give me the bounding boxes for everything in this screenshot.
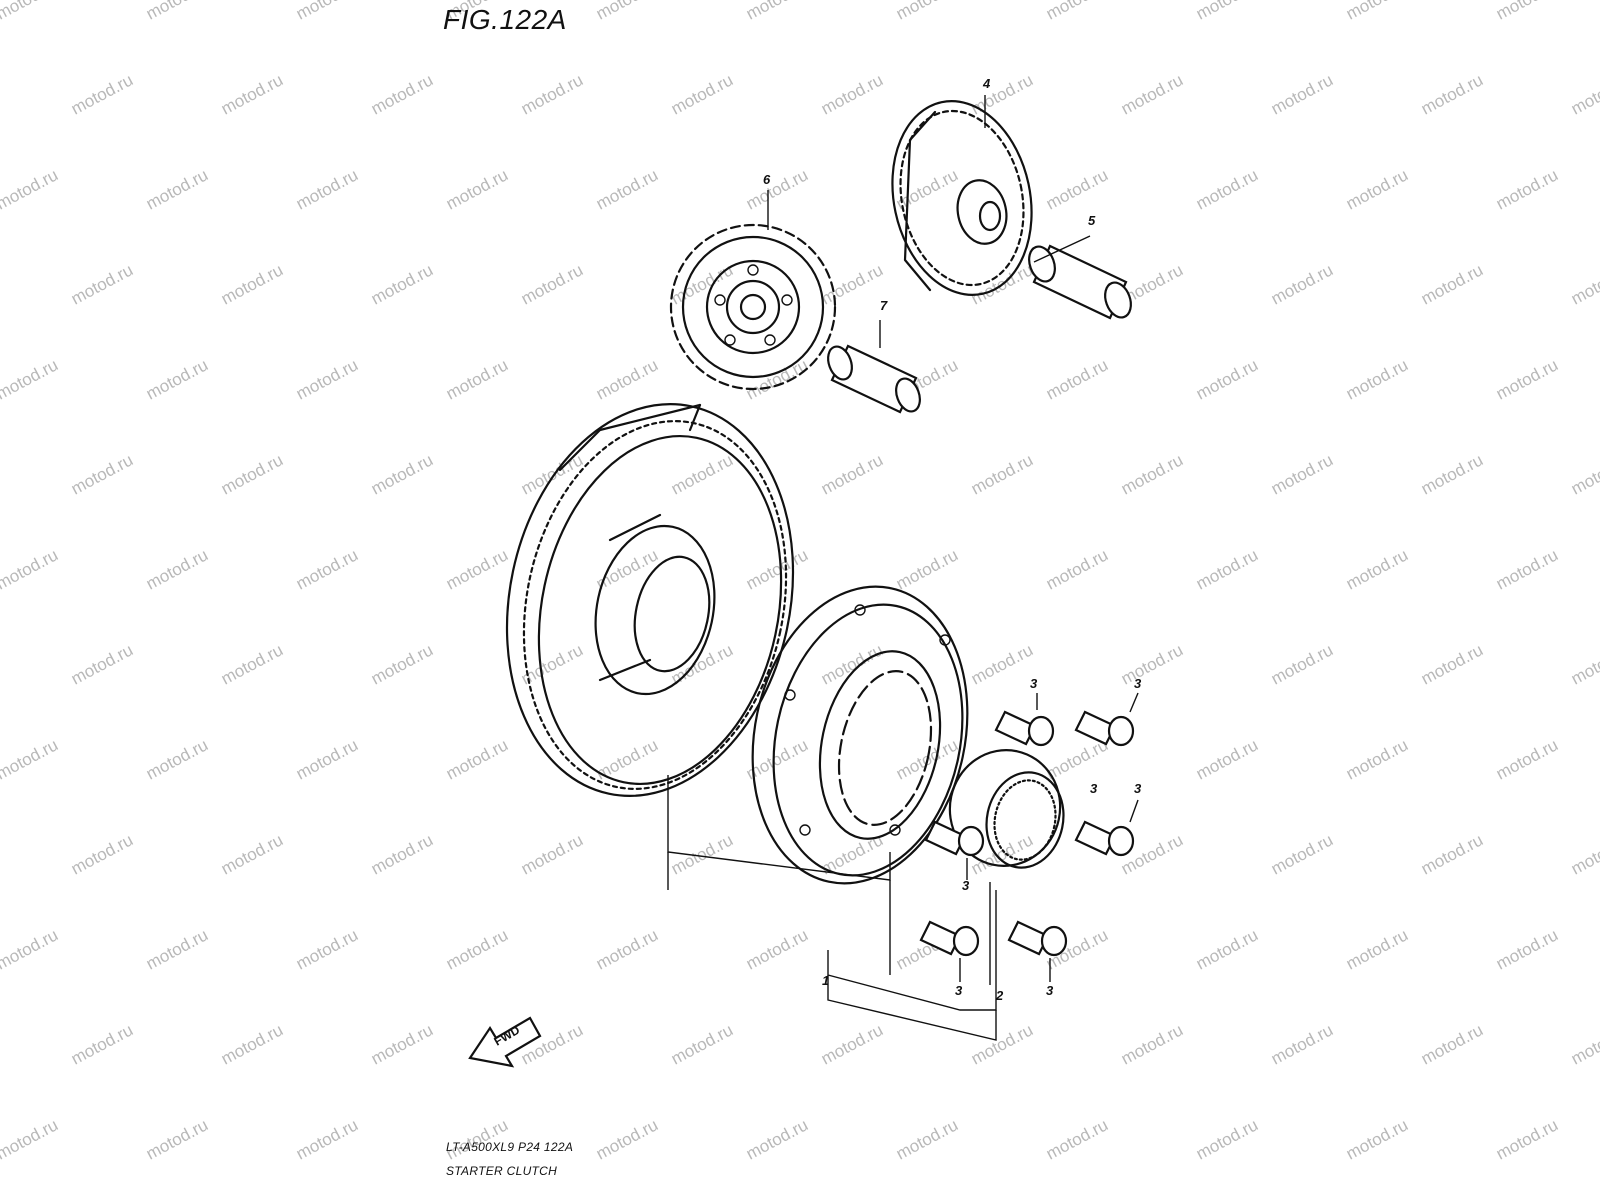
callout-5: 5: [1088, 213, 1096, 228]
bolt-3-f[interactable]: [1007, 920, 1068, 957]
fwd-direction-arrow: FWD: [468, 1016, 542, 1068]
callout-3-g: 3: [1090, 781, 1098, 796]
callout-3-b: 3: [1134, 676, 1142, 691]
bolt-3-b[interactable]: [1074, 710, 1135, 747]
callout-3-e: 3: [955, 983, 963, 998]
callout-3-a: 3: [1030, 676, 1038, 691]
gear-4[interactable]: [875, 88, 1049, 308]
shaft-5[interactable]: [1025, 243, 1136, 321]
starter-driven-gear[interactable]: [472, 377, 828, 823]
needle-bearing[interactable]: [939, 740, 1072, 876]
callout-3-c: 3: [1134, 781, 1142, 796]
callout-7: 7: [880, 298, 888, 313]
gear-6[interactable]: [669, 223, 837, 391]
footer-model-code: LT-A500XL9 P24 122A: [446, 1140, 574, 1154]
callout-3-d: 3: [962, 878, 970, 893]
callout-2: 2: [995, 988, 1004, 1003]
bolt-3-a[interactable]: [994, 710, 1055, 747]
callout-6: 6: [763, 172, 771, 187]
callout-1: 1: [822, 973, 829, 988]
shaft-7[interactable]: [824, 343, 924, 414]
callout-3-f: 3: [1046, 983, 1054, 998]
footer-section-name: STARTER CLUTCH: [446, 1164, 558, 1178]
bolt-3-e[interactable]: [919, 920, 980, 957]
bolt-3-c[interactable]: [1074, 820, 1135, 857]
callouts: 1 2 4 5 6 7 3 3 3 3 3 3 3: [763, 76, 1142, 1003]
figure-title: FIG.122A: [443, 4, 567, 35]
callout-4: 4: [982, 76, 991, 91]
bolt-3-d[interactable]: [924, 820, 985, 857]
leader-lines: [667, 95, 1139, 1041]
